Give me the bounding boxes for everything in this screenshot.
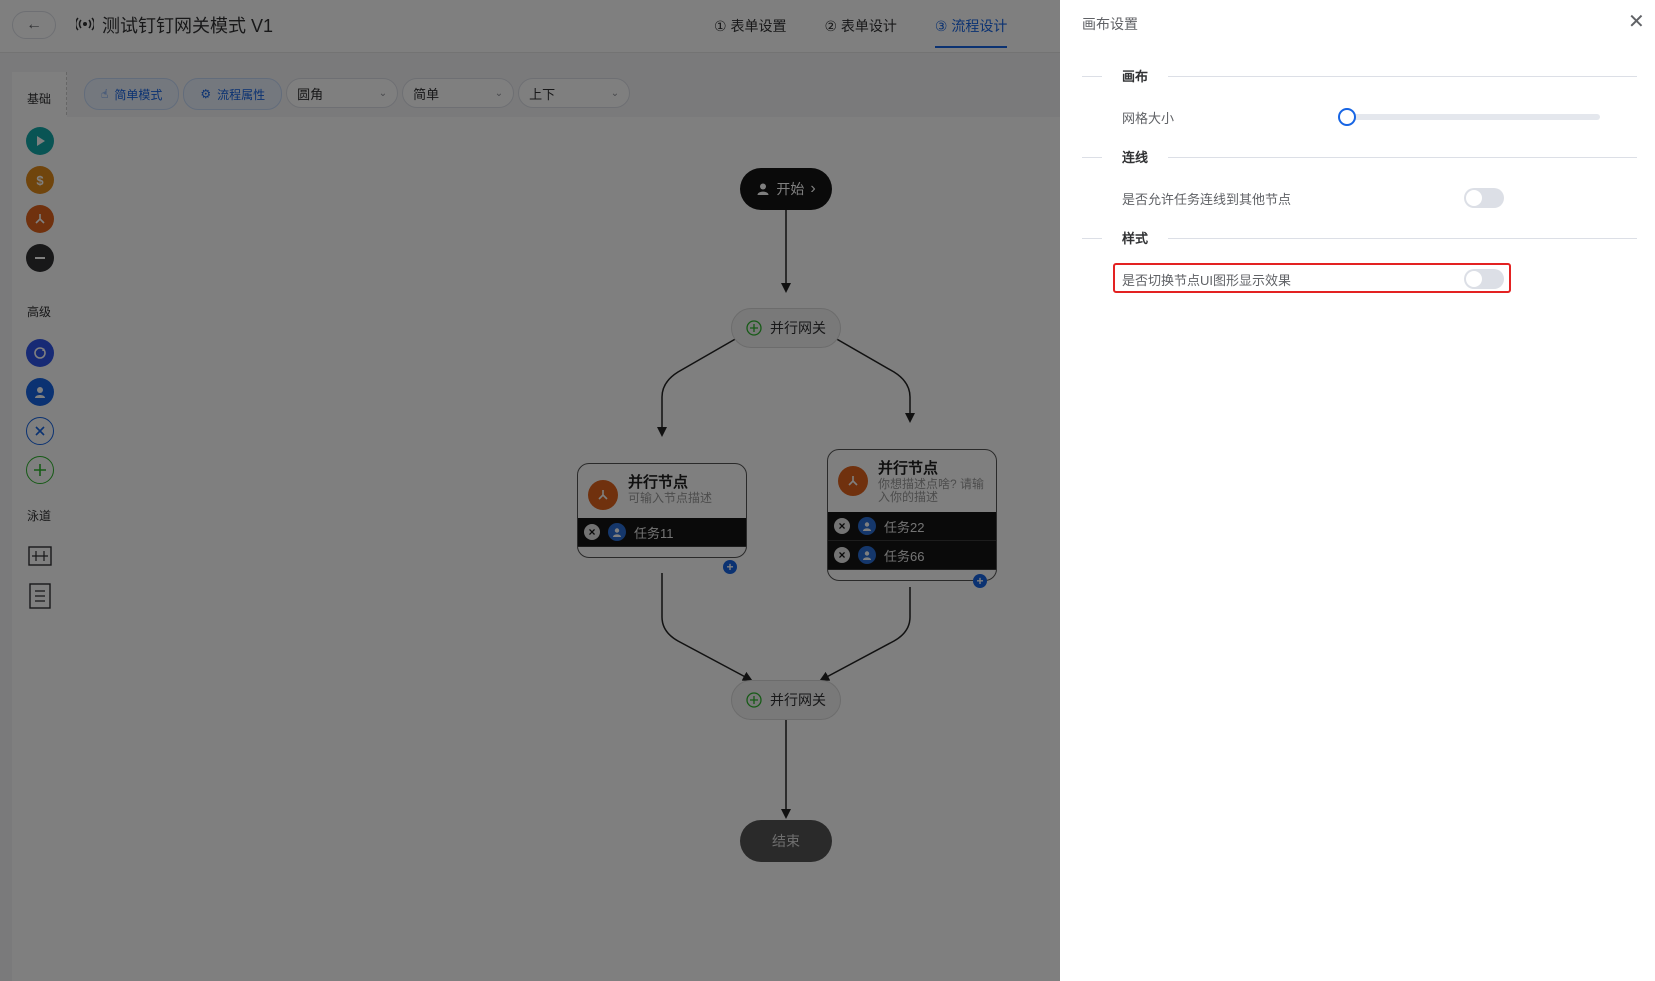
section-canvas-label: 画布 — [1122, 69, 1149, 84]
canvas-settings-drawer: 画布设置 ✕ 画布 网格大小 连线 是否允许任务连线到其他节点 样式 是否切换节… — [1060, 0, 1655, 981]
section-style: 样式 — [1082, 228, 1637, 248]
allow-connect-toggle[interactable] — [1464, 188, 1504, 208]
grid-size-label: 网格大小 — [1122, 111, 1175, 126]
section-canvas: 画布 — [1082, 66, 1637, 86]
allow-connect-label: 是否允许任务连线到其他节点 — [1122, 192, 1292, 207]
grid-size-slider[interactable] — [1338, 108, 1600, 126]
close-icon[interactable]: ✕ — [1628, 11, 1645, 33]
drawer-title: 画布设置 — [1082, 16, 1138, 32]
section-connection: 连线 — [1082, 147, 1637, 167]
section-style-label: 样式 — [1122, 231, 1149, 246]
highlight-box — [1113, 263, 1511, 293]
switch-ui-toggle[interactable] — [1464, 269, 1504, 289]
grid-size-slider-handle[interactable] — [1338, 108, 1356, 126]
section-connection-label: 连线 — [1122, 150, 1149, 165]
switch-ui-label: 是否切换节点UI图形显示效果 — [1122, 273, 1292, 288]
